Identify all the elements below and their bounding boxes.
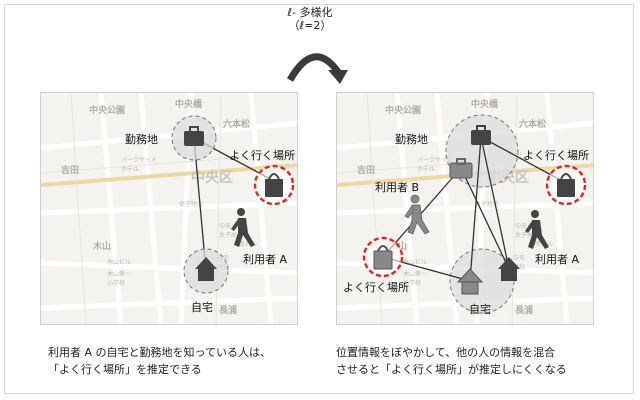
place-kiyama-bldg: 木山ビル [107,259,132,266]
curved-arrow-icon [286,53,348,84]
left-map: 中央公園 中央橋 六本松 吉田 中央区 木山 長浦 パークサイド ホテル 女子短… [40,92,298,325]
place-chuo-jhs: 中央 女子高 [219,223,238,239]
line-work-to-home2 [480,136,510,270]
place-women-univ: 女子短大 [475,201,500,208]
place-chuo-bridge: 中央橋 [471,100,499,110]
place-kiyama: 木山 [93,242,112,252]
place-chuo-park: 中央公園 [385,106,422,116]
label-favorite-bottom: よく行く場所 [343,281,409,294]
briefcase-icon [184,126,204,146]
place-chuo-ward: 中央区 [191,170,233,186]
label-home: 自宅 [469,303,491,316]
place-nagaura: 長浦 [219,306,238,316]
diversification-header: ℓ- 多様化 （ℓ=2） [250,6,370,32]
place-kiyama-school: 木山第一 小学校 [107,271,132,287]
label-favorite-top: よく行く場所 [523,149,589,162]
briefcase-icon [471,125,491,145]
label-user-a: 利用者 A [243,253,288,266]
place-yoshida: 吉田 [61,166,80,176]
place-minami-bldg: 南ビル [239,241,258,248]
briefcase-gray-icon [449,158,473,179]
line-work2-to-home2 [460,167,510,270]
place-rokuhonmatsu: 六本松 [519,120,547,130]
house-gray-icon [456,268,484,295]
place-nagaura: 長浦 [515,306,534,316]
place-chuo-hs: 中央 高校 [513,255,526,271]
walking-person-a-icon [525,210,549,249]
place-kiyama-school: 木山第一 小学校 [403,271,428,287]
place-rokuhonmatsu: 六本松 [223,120,251,130]
header-subtitle: （ℓ=2） [288,19,332,32]
right-overlay [362,114,587,314]
label-home: 自宅 [191,301,213,314]
place-yoshida: 吉田 [357,166,376,176]
place-park-side-hotel: パークサイド ホテル [417,157,454,173]
label-work: 勤務地 [125,133,158,146]
walking-person-b-icon [404,194,430,235]
label-user-a: 利用者 A [535,253,580,266]
house-icon [498,257,520,281]
right-map: 中央公園 中央橋 六本松 吉田 中央区 木山 長浦 パークサイド ホテル 女子短… [336,92,594,325]
walking-person-icon [231,208,255,247]
place-park-side-hotel: パークサイド ホテル [121,157,158,173]
place-chuo-jhs: 中央 女子高 [515,223,534,239]
label-user-b: 利用者 B [375,181,420,194]
label-favorite: よく行く場所 [229,149,295,162]
line-work2-to-favorite-bottom [382,167,462,258]
label-work: 勤務地 [395,133,428,146]
place-chuo-park: 中央公園 [89,106,126,116]
right-map-background [337,93,593,324]
bag-icon [265,173,283,197]
right-caption: 位置情報をぼやかして、他の人の情報を混合 させると「よく行く場所」が推定しにくく… [336,346,567,376]
place-chuo-bridge: 中央橋 [175,100,203,110]
place-women-univ: 女子短大 [179,201,204,208]
left-overlay [171,115,295,294]
left-caption: 利用者 A の自宅と勤務地を知っている人は、 「よく行く場所」を推定できる [48,346,271,376]
place-kiyama-bldg: 木山ビル [403,259,428,266]
line-work-to-home [469,136,482,282]
header-title: ℓ- 多様化 [287,6,333,19]
bag-icon [557,173,575,197]
house-icon [195,257,217,281]
bag-gray-icon [373,245,393,270]
figure-frame [4,4,634,394]
